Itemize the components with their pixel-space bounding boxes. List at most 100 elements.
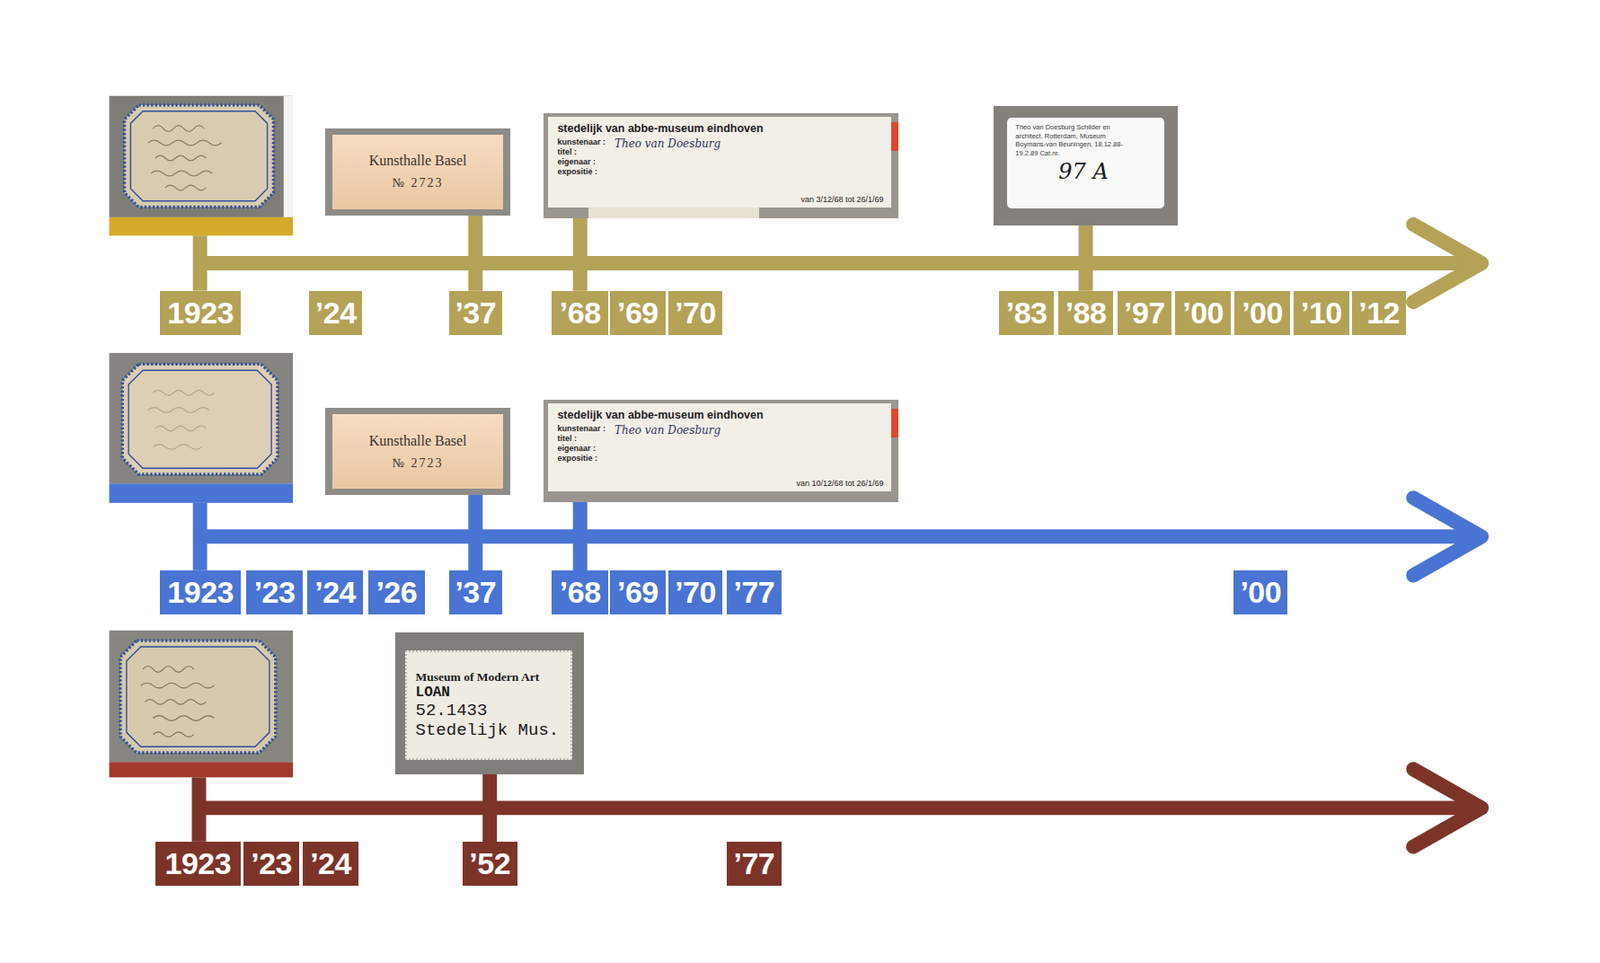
timeline-axis <box>194 800 1480 815</box>
year-tag: ’52 <box>462 841 518 886</box>
timeline-axis <box>194 256 1480 271</box>
field-column: kunstenaar :titel :eigenaar :expositie : <box>556 424 606 488</box>
timeline-tick <box>468 495 483 571</box>
year: 1923 <box>167 576 234 608</box>
label-paper: Theo van Doesburg Schilder en architect.… <box>1007 117 1164 209</box>
timeline-tick <box>193 503 208 571</box>
year-tag: ’00 <box>1233 570 1288 615</box>
field-label: eigenaar : <box>556 443 606 454</box>
field-column: kunstenaar :titel :eigenaar :expositie : <box>556 137 606 204</box>
museum-name: stedelijk van abbe-museum eindhoven <box>556 408 884 422</box>
field-label: kunstenaar : <box>556 137 606 148</box>
exhibition-label: stedelijk van abbe-museum eindhoven kunst… <box>543 113 898 219</box>
year: ’97 <box>1123 297 1166 328</box>
year-tag: ’26 <box>368 570 425 615</box>
exhibition-dates: van 3/12/68 tot 26/1/69 <box>800 194 884 204</box>
year: ’69 <box>617 297 659 328</box>
handwriting-scribble <box>148 389 215 450</box>
exhibition-label: stedelijk van abbe-museum eindhoven kunst… <box>543 399 898 503</box>
year: 1923 <box>165 848 232 879</box>
year: ’10 <box>1300 297 1343 328</box>
handwriting-scribble <box>141 666 215 738</box>
year-tag: ’37 <box>449 570 503 615</box>
value-column: Theo van Doesburgvan 3/12/68 tot 26/1/69 <box>605 137 884 204</box>
timeline-tick <box>192 777 207 842</box>
institution-name: Kunsthalle Basel <box>369 433 468 450</box>
catalogue-number: 97 A <box>1058 159 1156 185</box>
year-tag: ’97 <box>1117 291 1172 336</box>
year: ’88 <box>1065 297 1107 328</box>
year: ’00 <box>1239 576 1282 608</box>
year: ’24 <box>309 848 352 879</box>
artist-handwriting: Theo van Doesburg <box>614 424 884 437</box>
year: ’37 <box>454 576 496 608</box>
year-tag: ’77 <box>726 570 782 615</box>
year-tag: ’88 <box>1058 291 1114 336</box>
axis-arrowhead <box>1413 497 1482 575</box>
year-tag: ’69 <box>609 570 665 615</box>
label-paper: Kunsthalle Basel № 2723 <box>332 134 504 210</box>
exhibition-note: Theo van Doesburg Schilder en architect.… <box>1015 123 1123 158</box>
kunsthalle-label: Kunsthalle Basel № 2723 <box>325 407 511 496</box>
year-tag: ’00 <box>1234 291 1290 336</box>
catalogue-label: Theo van Doesburg Schilder en architect.… <box>993 106 1177 226</box>
year-tag: ’12 <box>1352 291 1406 336</box>
timeline-tick <box>482 774 497 842</box>
octagon-label <box>124 105 275 208</box>
year-tag: ’24 <box>302 841 358 886</box>
year: ’77 <box>733 576 776 608</box>
year-tag: ’23 <box>243 841 299 886</box>
timeline-tick <box>573 218 588 292</box>
label-paper: Kunsthalle Basel № 2723 <box>332 414 504 489</box>
inventory-number: № 2723 <box>392 176 444 191</box>
field-label: kunstenaar : <box>556 424 606 434</box>
museum-name: Museum of Modern Art <box>415 670 562 685</box>
year: ’70 <box>674 576 717 608</box>
label-paper: stedelijk van abbe-museum eindhoven kunst… <box>548 403 891 492</box>
label-photo <box>109 630 293 762</box>
paper-strip <box>588 207 760 219</box>
museum-name: stedelijk van abbe-museum eindhoven <box>556 122 884 135</box>
handwriting-scribble <box>148 125 222 191</box>
loan-mark: LOAN <box>415 684 562 701</box>
octagon-inner-border <box>130 111 267 202</box>
year: ’24 <box>314 576 356 608</box>
label-photo <box>109 96 293 218</box>
photo-bar <box>109 761 293 778</box>
year: ’12 <box>1358 297 1400 328</box>
inventory-number: № 2723 <box>392 456 444 471</box>
loan-number: 52.1433 <box>415 700 562 721</box>
year: ’70 <box>674 297 717 328</box>
year-tag: ’37 <box>449 291 503 336</box>
year-tag: ’83 <box>998 291 1054 336</box>
year-tag: ’77 <box>726 841 782 886</box>
year: ’69 <box>617 576 659 608</box>
year-tag: ’68 <box>551 291 608 336</box>
year: ’68 <box>559 297 602 328</box>
field-label: titel : <box>556 433 606 444</box>
photo-edge <box>283 96 293 218</box>
year-tag: ’69 <box>609 291 665 336</box>
timeline-tick <box>468 215 483 292</box>
axis-arrowhead <box>1413 769 1482 847</box>
year: ’52 <box>468 848 511 879</box>
year: ’23 <box>250 848 292 879</box>
year: 1923 <box>167 297 234 328</box>
year: ’24 <box>315 297 357 328</box>
timeline-axis <box>194 529 1480 544</box>
label-paper: Museum of Modern ArtLOAN52.1433Stedelijk… <box>405 650 573 761</box>
year-tag: ’70 <box>668 570 723 615</box>
year: ’00 <box>1182 297 1224 328</box>
photo-bar <box>109 483 293 504</box>
year-tag: ’10 <box>1293 291 1349 336</box>
institution-name: Kunsthalle Basel <box>369 152 468 169</box>
field-label: expositie : <box>556 167 606 177</box>
year-tag: ’24 <box>307 570 363 615</box>
year-tag: ’70 <box>668 291 723 336</box>
octagon-label <box>122 363 278 475</box>
field-row: kunstenaar :titel :eigenaar :expositie :… <box>556 424 884 488</box>
kunsthalle-label: Kunsthalle Basel № 2723 <box>325 128 511 216</box>
year: ’23 <box>254 576 296 608</box>
octagon-inner-border <box>126 646 270 747</box>
year: ’00 <box>1241 297 1283 328</box>
